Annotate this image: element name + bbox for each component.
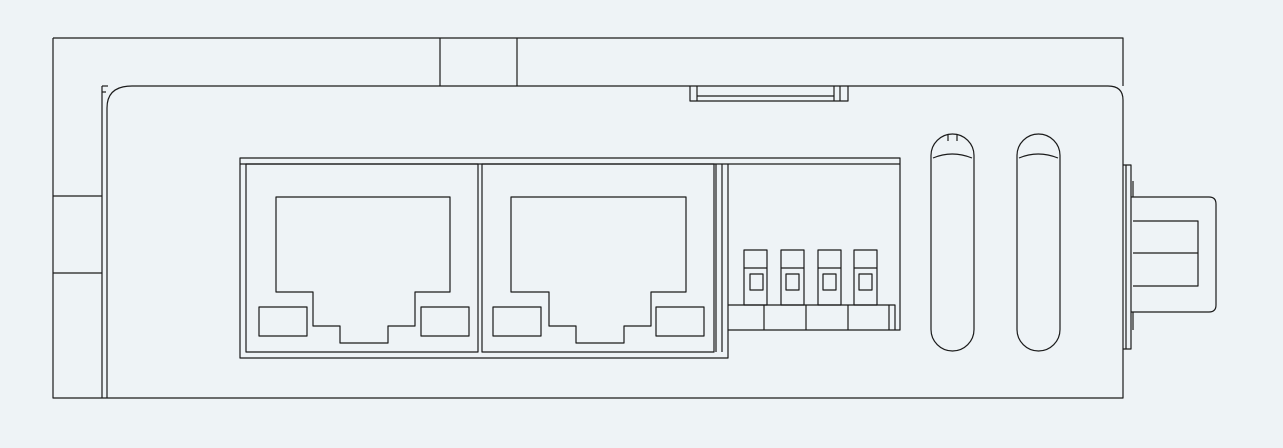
oval-slot-1 bbox=[930, 133, 975, 352]
dip-switch-3 bbox=[817, 249, 842, 306]
oval-slot-2 bbox=[1016, 133, 1061, 352]
rj45-port-1-led-right bbox=[420, 306, 470, 337]
housing-outline bbox=[52, 37, 1124, 399]
dip-switch-4 bbox=[853, 249, 878, 306]
rj45-port-2-led-left bbox=[492, 306, 542, 337]
dip-switch-2 bbox=[780, 249, 805, 306]
main-body bbox=[101, 85, 1124, 399]
rj45-port-2 bbox=[481, 163, 715, 353]
port-frame bbox=[239, 157, 901, 359]
rj45-port-2-led-right bbox=[655, 306, 705, 337]
dip-switch-1 bbox=[743, 249, 768, 306]
side-connector bbox=[1123, 164, 1217, 350]
top-latch bbox=[689, 86, 849, 102]
rj45-port-1 bbox=[245, 163, 479, 353]
rj45-port-1-led-left bbox=[258, 306, 308, 337]
